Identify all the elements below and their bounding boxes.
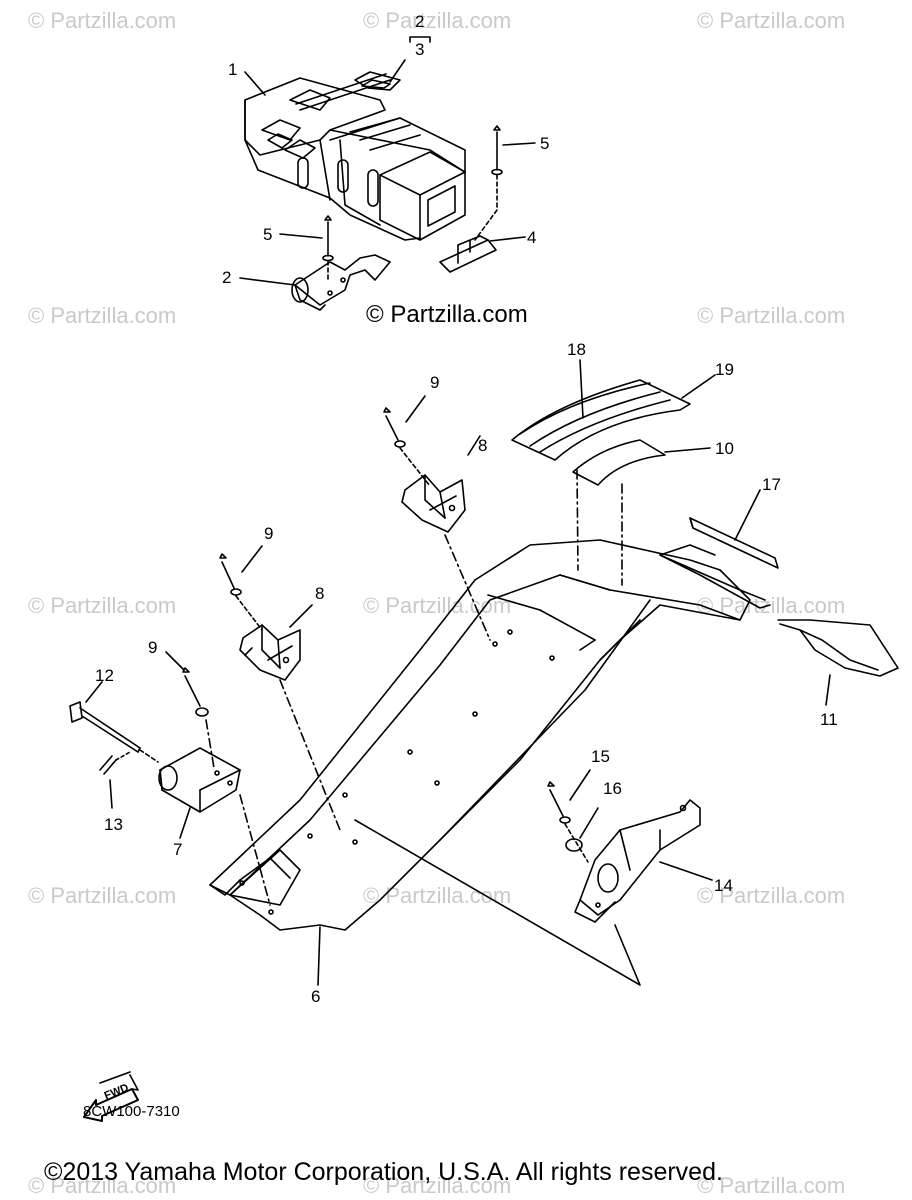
callout-17: 17 bbox=[762, 475, 781, 494]
callout-5: 5 bbox=[263, 225, 273, 244]
part-10-decal bbox=[572, 439, 711, 586]
callout-8: 8 bbox=[315, 584, 325, 603]
callout-18: 18 bbox=[567, 340, 586, 359]
callout-19: 19 bbox=[715, 360, 734, 379]
callout-11: 11 bbox=[820, 710, 838, 729]
callout-3: 3 bbox=[415, 40, 425, 59]
callout-12: 12 bbox=[95, 666, 114, 685]
callout-5: 5 bbox=[540, 134, 550, 153]
part-4-bracket bbox=[439, 235, 497, 273]
callout-9: 9 bbox=[264, 524, 274, 543]
callout-8: 8 bbox=[478, 436, 488, 455]
callout-4: 4 bbox=[527, 228, 537, 247]
part-5-screw bbox=[474, 125, 536, 241]
part-9-screw bbox=[383, 395, 431, 487]
watermark: © Partzilla.com bbox=[697, 1173, 846, 1198]
callout-1: 1 bbox=[228, 60, 238, 79]
callout-14: 14 bbox=[714, 876, 733, 895]
copyright-notice: ©2013 Yamaha Motor Corporation, U.S.A. A… bbox=[44, 1158, 723, 1186]
watermark: © Partzilla.com bbox=[28, 1173, 177, 1198]
diagram-code: 8CW100-7310 bbox=[83, 1103, 180, 1120]
leader-line bbox=[239, 277, 296, 286]
callout-6: 6 bbox=[311, 987, 321, 1006]
part-8-clamp bbox=[239, 604, 341, 831]
part-9-screw bbox=[165, 651, 209, 717]
leader-line bbox=[389, 59, 406, 83]
part-13-pin bbox=[99, 751, 131, 809]
part-17-strip bbox=[659, 489, 779, 609]
watermark: © Partzilla.com bbox=[363, 1173, 512, 1198]
callout-7: 7 bbox=[173, 840, 183, 859]
part-15-screw bbox=[547, 769, 591, 863]
callout-15: 15 bbox=[591, 747, 610, 766]
leader-line bbox=[489, 236, 526, 242]
leader-line bbox=[244, 71, 266, 96]
fwd-arrow-icon bbox=[83, 1071, 139, 1122]
callout-9: 9 bbox=[148, 638, 158, 657]
callout-2: 2 bbox=[415, 12, 425, 31]
part-16-grommet bbox=[565, 807, 599, 852]
part-18-19-decal bbox=[511, 359, 716, 461]
part-11-rod bbox=[777, 619, 899, 706]
watermark: © Partzilla.com bbox=[28, 8, 177, 33]
callout-16: 16 bbox=[603, 779, 622, 798]
watermark: © Partzilla.com bbox=[697, 303, 846, 328]
part-5-screw bbox=[279, 215, 334, 283]
center-watermark: © Partzilla.com bbox=[366, 301, 528, 328]
part-6-carrier bbox=[209, 539, 751, 986]
callout-2: 2 bbox=[222, 268, 232, 287]
part-9-screw bbox=[219, 545, 263, 631]
watermark: © Partzilla.com bbox=[697, 883, 846, 908]
part-1-storage-case bbox=[244, 71, 466, 241]
part-2-bracket bbox=[291, 254, 391, 311]
part-8-clamp bbox=[401, 435, 491, 641]
watermark: © Partzilla.com bbox=[697, 8, 846, 33]
part-14-hinge bbox=[574, 799, 713, 923]
part-7-hinge bbox=[158, 719, 271, 906]
callout-9: 9 bbox=[430, 373, 440, 392]
watermark: © Partzilla.com bbox=[28, 303, 177, 328]
bracket-mark bbox=[409, 36, 431, 43]
watermark: © Partzilla.com bbox=[28, 883, 177, 908]
callout-10: 10 bbox=[715, 439, 734, 458]
watermark: © Partzilla.com bbox=[28, 593, 177, 618]
watermark: © Partzilla.com bbox=[363, 8, 512, 33]
callout-13: 13 bbox=[104, 815, 123, 834]
part-12-bolt bbox=[69, 681, 159, 763]
